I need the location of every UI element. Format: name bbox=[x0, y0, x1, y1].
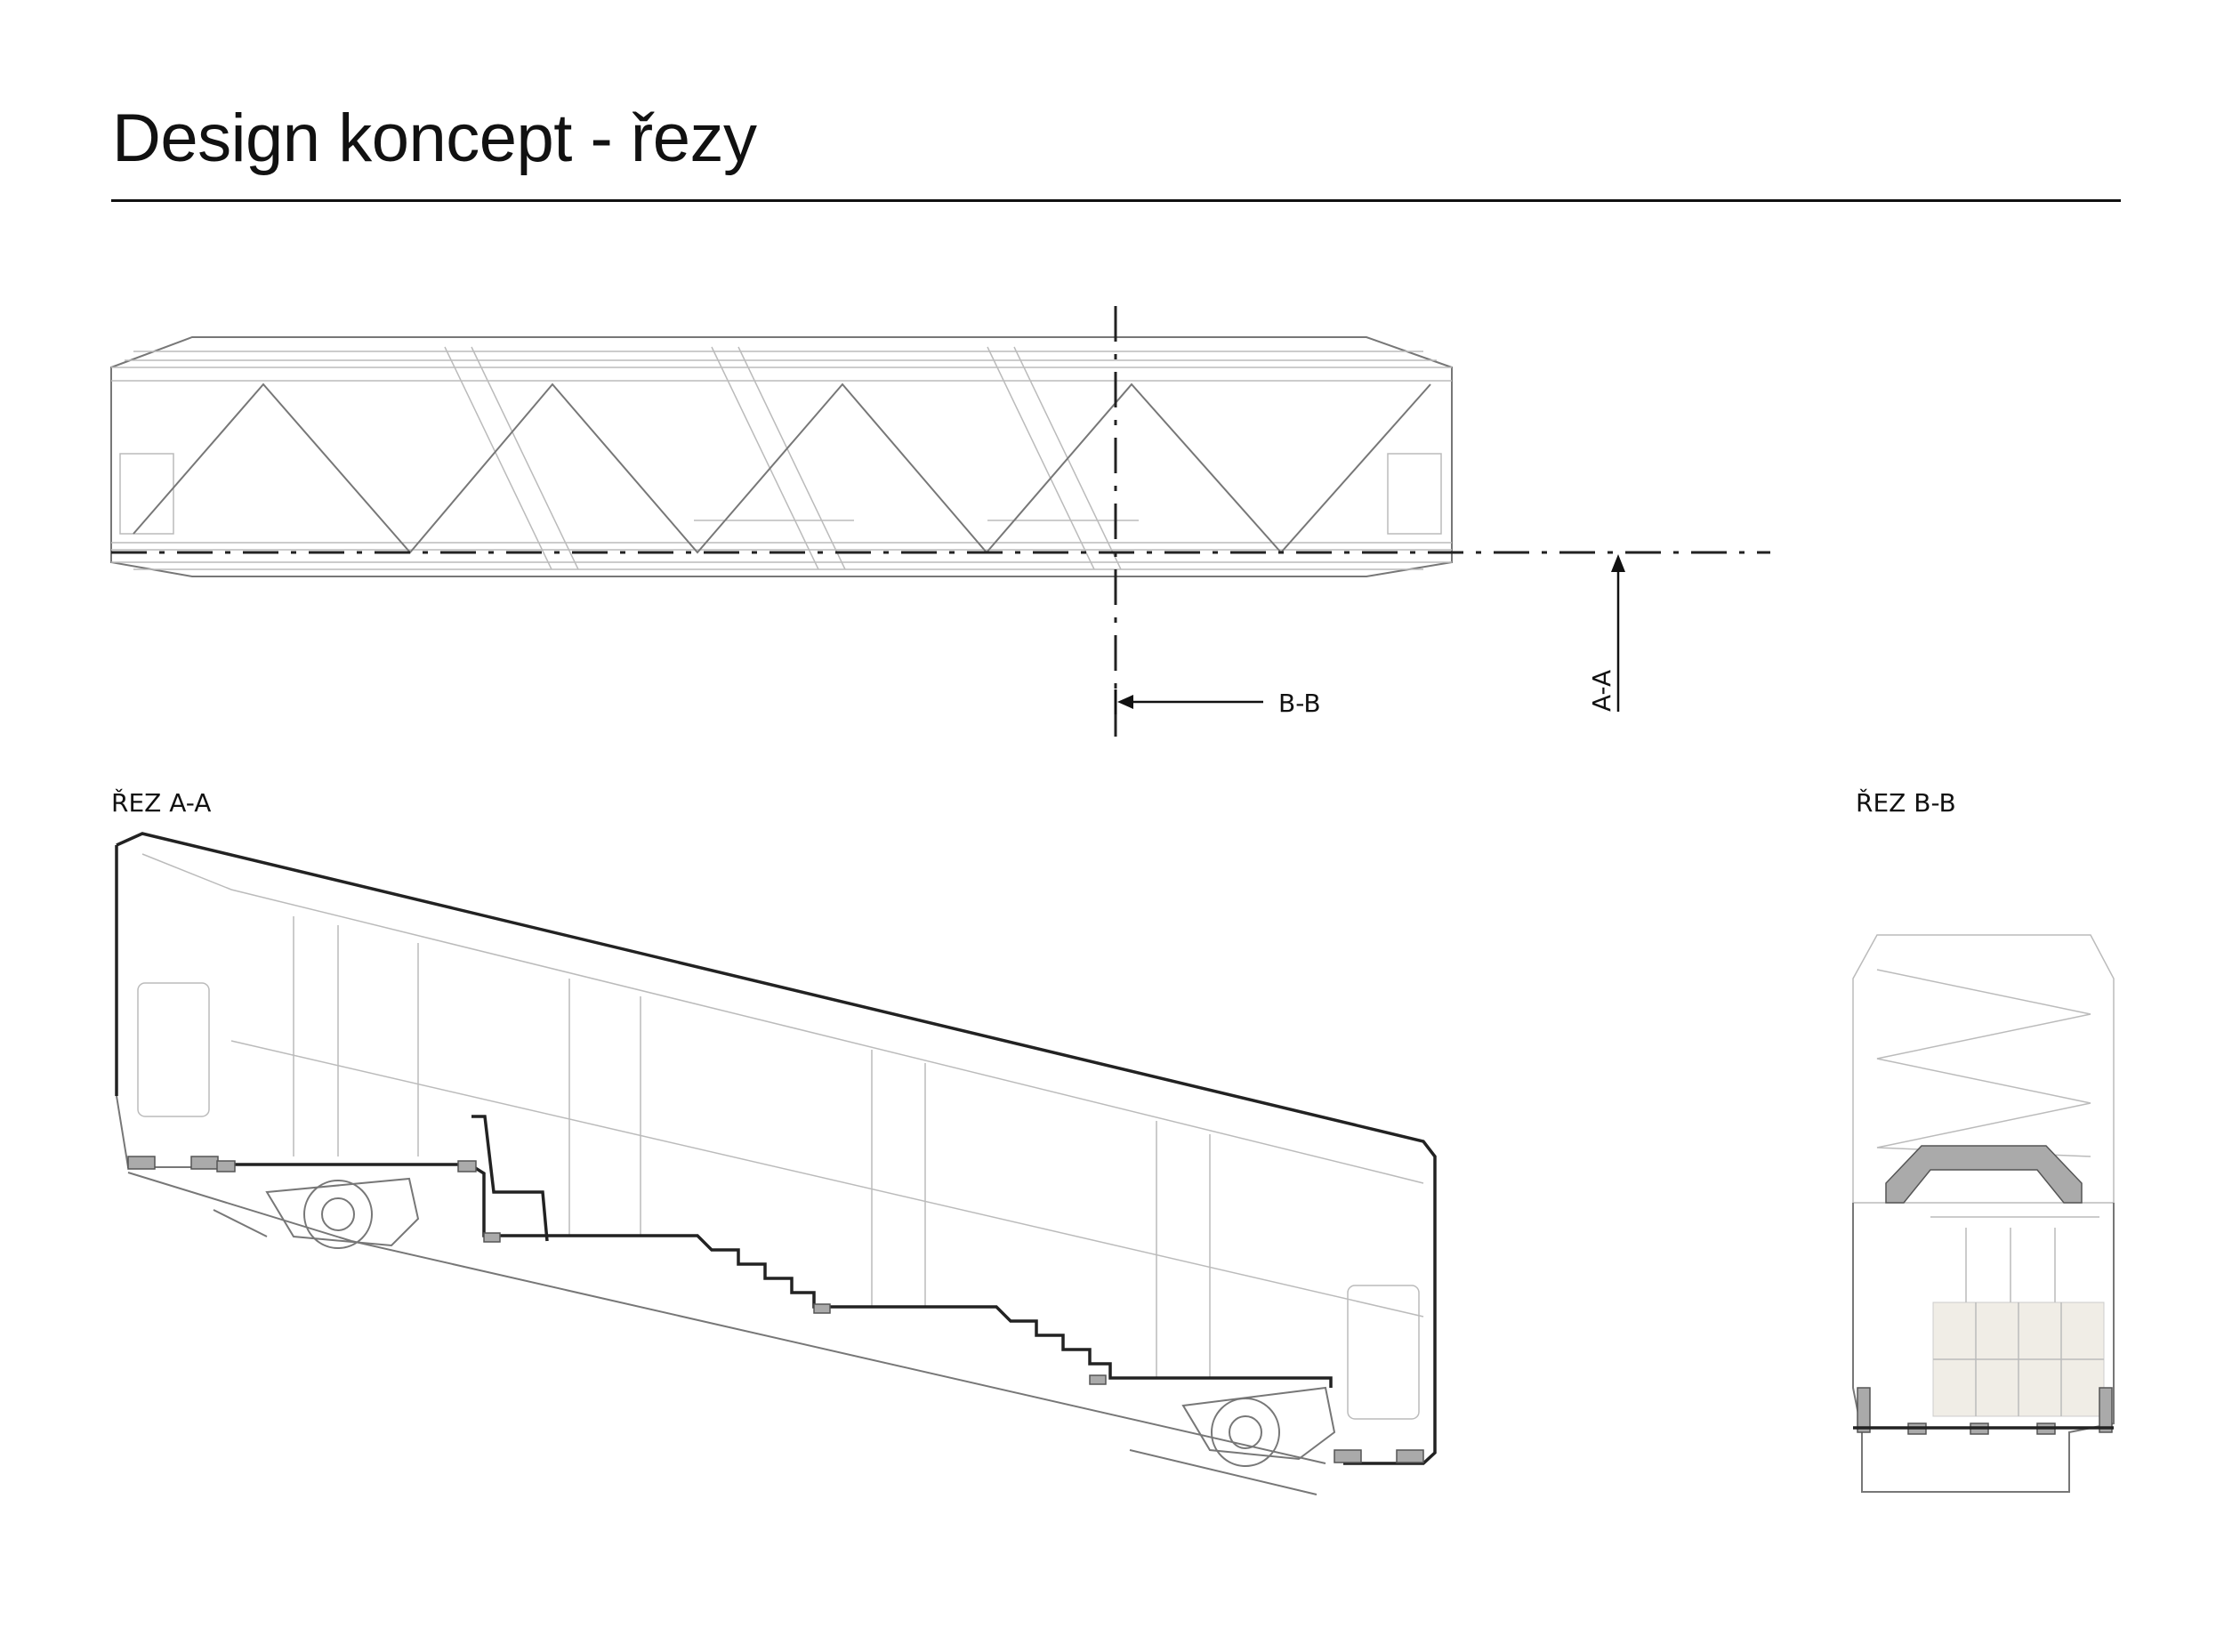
floor-stairs bbox=[216, 1163, 1333, 1388]
interior-lines bbox=[137, 853, 1424, 1420]
arrow-up-icon bbox=[1611, 554, 1625, 572]
seat bbox=[471, 1115, 549, 1242]
plan-roof-lines bbox=[111, 346, 1452, 570]
section-b-b-drawing bbox=[1852, 934, 2115, 1493]
section-a-a-label: ŘEZ A-A bbox=[111, 787, 211, 818]
plan-zigzag-truss bbox=[133, 383, 1431, 554]
section-b-b-label: ŘEZ B-B bbox=[1856, 787, 1956, 818]
arrow-left-icon bbox=[1117, 695, 1133, 709]
roof-line bbox=[116, 832, 1437, 1465]
marker-b-b-label: B-B bbox=[1278, 689, 1321, 718]
section-a-a-drawing bbox=[115, 832, 1437, 1495]
plan-view: B-B A-A bbox=[110, 306, 1770, 744]
plan-outline bbox=[110, 336, 1453, 577]
title-divider bbox=[111, 199, 2121, 202]
page-title: Design koncept - řezy bbox=[112, 101, 757, 176]
roof-section bbox=[1885, 1145, 2083, 1204]
bogie-right bbox=[1129, 1386, 1336, 1495]
marker-a-a-label: A-A bbox=[1587, 670, 1616, 712]
marker-b-b: B-B bbox=[1114, 689, 1321, 718]
bogie-left bbox=[213, 1177, 420, 1249]
marker-a-a: A-A bbox=[1587, 554, 1625, 712]
